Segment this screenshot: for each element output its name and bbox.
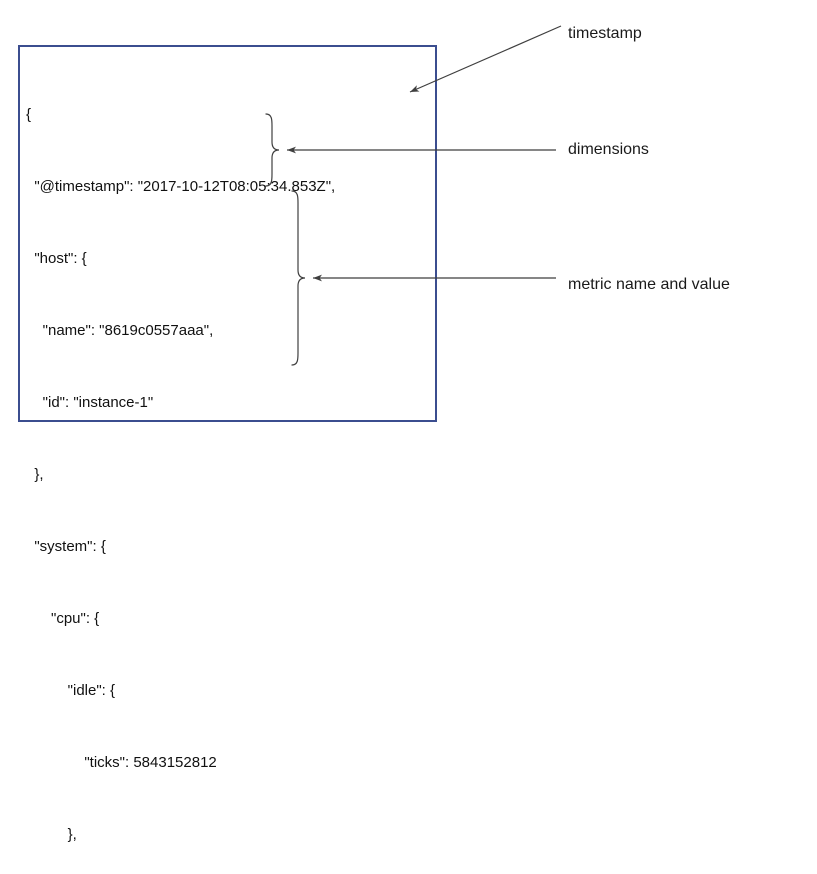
json-line-idle-close: },: [26, 826, 77, 843]
json-line-system-open: "system": {: [26, 538, 106, 555]
json-line-idle-open: "idle": {: [26, 682, 116, 699]
json-line-host-close: },: [26, 466, 44, 483]
annotation-label-metric: metric name and value: [568, 276, 730, 293]
annotation-label-timestamp: timestamp: [568, 25, 642, 42]
annotation-label-dimensions: dimensions: [568, 141, 649, 158]
json-line-timestamp: "@timestamp": "2017-10-12T08:05:34.853Z"…: [26, 178, 336, 195]
json-document-text: { "@timestamp": "2017-10-12T08:05:34.853…: [26, 55, 446, 874]
json-line-host-open: "host": {: [26, 250, 87, 267]
json-document-box: [18, 45, 437, 422]
json-line-cpu-open: "cpu": {: [26, 610, 100, 627]
json-line-host-id: "id": "instance-1": [26, 394, 154, 411]
json-line-host-name: "name": "8619c0557aaa",: [26, 322, 214, 339]
json-line-ticks: "ticks": 5843152812: [26, 754, 217, 771]
diagram-canvas: { "@timestamp": "2017-10-12T08:05:34.853…: [18, 25, 730, 843]
json-line: {: [26, 106, 32, 123]
